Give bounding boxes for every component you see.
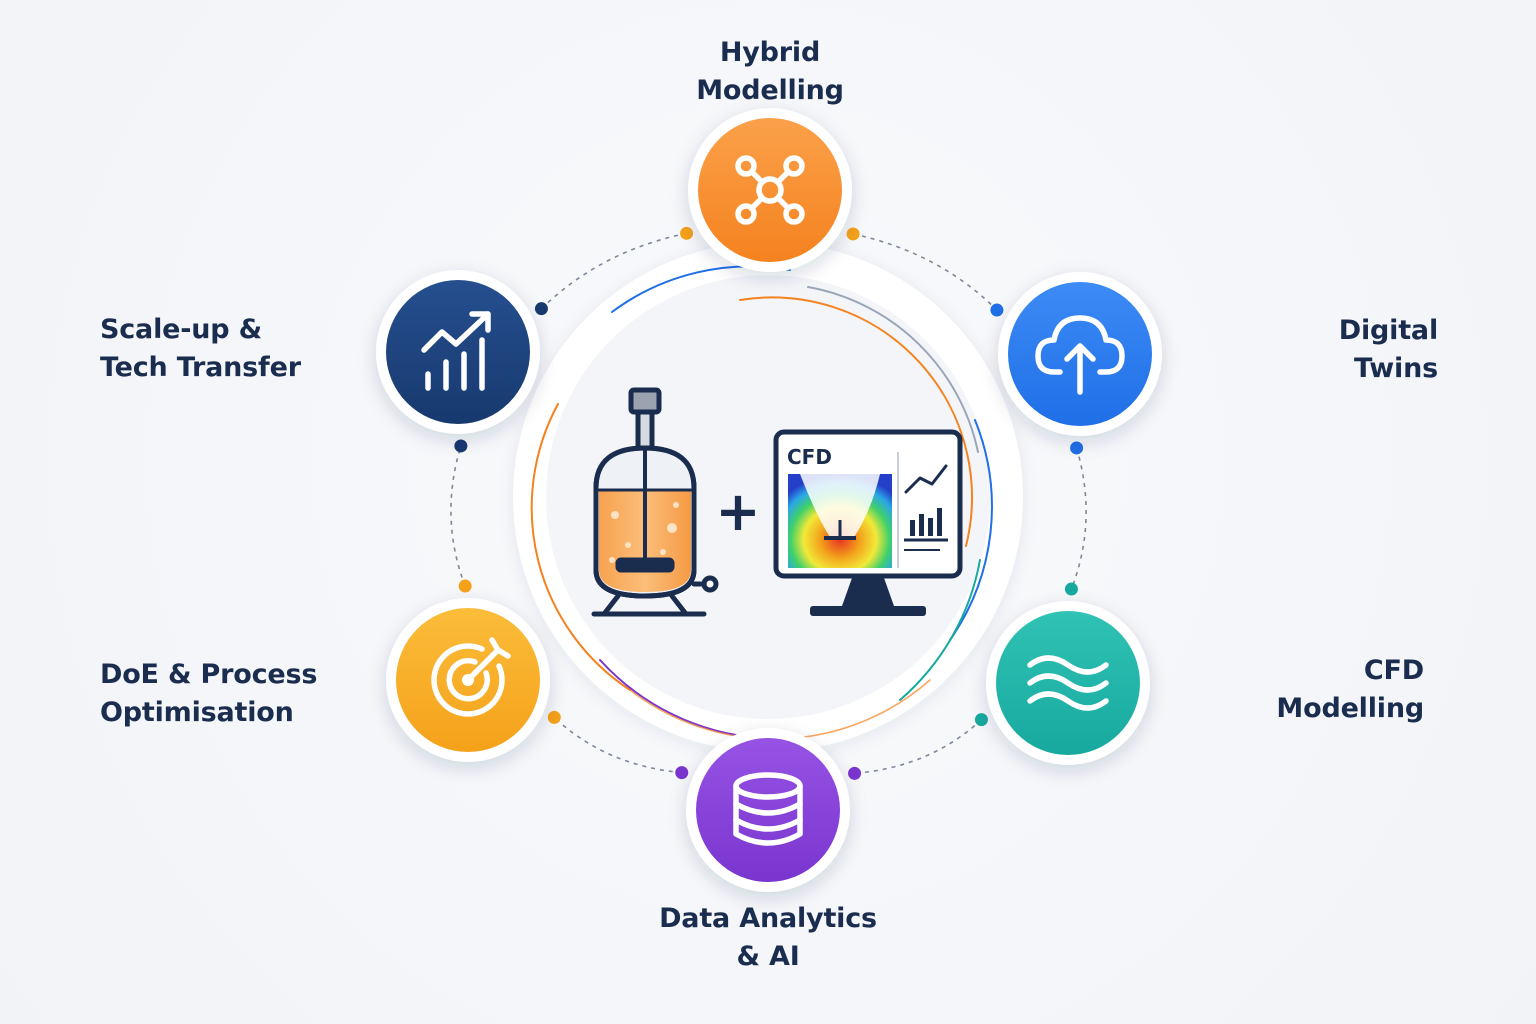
growth-chart-icon [421, 311, 491, 391]
cfd-monitor-icon: CFD [773, 429, 963, 616]
center-arc-gray [807, 286, 979, 453]
target-arrow-icon [431, 637, 511, 717]
node-label-line: Hybrid [719, 37, 821, 68]
node-data[interactable] [686, 728, 850, 892]
connector-dot [675, 766, 689, 780]
cfd-monitor-label: CFD [787, 445, 832, 469]
center-arc-blue-right [949, 419, 993, 641]
connector-dot [547, 710, 561, 724]
center-arc-teal [899, 559, 981, 701]
plus-sign: + [715, 480, 760, 543]
center-arc-orange [739, 296, 973, 547]
connector-dot [1070, 441, 1084, 455]
bioreactor-icon [591, 387, 719, 617]
node-label-line: Data Analytics [659, 903, 877, 934]
connector-dot [990, 303, 1004, 317]
dashed-connector [450, 445, 466, 587]
node-disc [696, 738, 840, 882]
node-cfd[interactable] [986, 601, 1150, 765]
database-icon [733, 772, 803, 846]
network-nodes-icon [735, 155, 805, 225]
node-label-cfd: CFD Modelling [1184, 652, 1424, 728]
dashed-connector [540, 232, 687, 310]
node-label-scale: Scale-up & Tech Transfer [100, 311, 348, 387]
connector-dot [454, 439, 468, 453]
node-label-line: Twins [1354, 353, 1438, 384]
node-label-line: Modelling [696, 75, 844, 106]
connector-dot [458, 579, 472, 593]
connector-dot [974, 713, 988, 727]
node-label-data: Data Analytics & AI [610, 900, 926, 976]
node-label-line: Modelling [1276, 693, 1424, 724]
cloud-upload-icon [1035, 315, 1125, 395]
node-disc [698, 118, 842, 262]
node-doe[interactable] [386, 598, 550, 762]
connector-dot [848, 766, 862, 780]
node-label-line: Tech Transfer [100, 352, 301, 383]
node-label-line: DoE & Process [100, 659, 318, 690]
node-label-line: Digital [1338, 315, 1438, 346]
connector-dot [1064, 582, 1078, 596]
center-arc-orange-left [530, 403, 631, 691]
node-hybrid[interactable] [688, 108, 852, 272]
waves-icon [1027, 655, 1109, 711]
dashed-connector [553, 716, 682, 774]
dashed-connector [1070, 447, 1087, 590]
connector-dot [846, 227, 860, 241]
node-digital[interactable] [998, 272, 1162, 436]
connector-dot [534, 302, 548, 316]
node-label-line: Scale-up & [100, 314, 262, 345]
node-scale[interactable] [376, 270, 540, 434]
node-disc [386, 280, 530, 424]
node-label-line: Optimisation [100, 697, 294, 728]
connector-dot [680, 226, 694, 240]
node-label-line: & AI [736, 941, 800, 972]
node-label-line: CFD [1363, 655, 1424, 686]
dashed-connector [852, 233, 998, 311]
